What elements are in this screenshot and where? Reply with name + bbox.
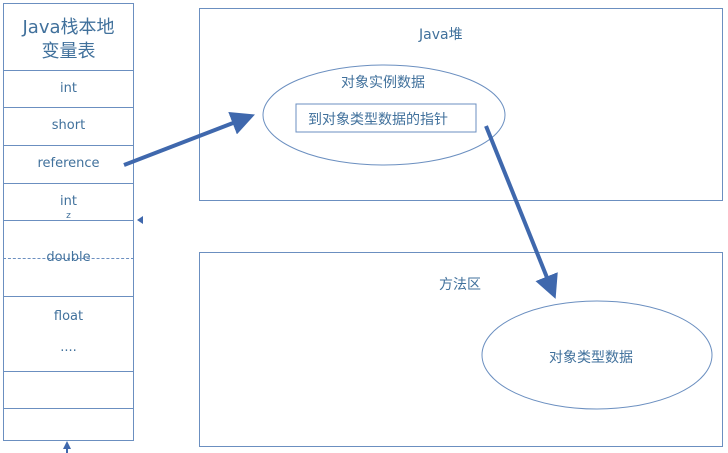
- slot-divider: [3, 145, 134, 146]
- slot-divider: [3, 107, 134, 108]
- double-dashed-divider: [3, 258, 134, 259]
- slot-int-2: int: [60, 194, 77, 209]
- java-heap-title: Java堆: [419, 27, 463, 43]
- slot-int-1: int: [60, 81, 77, 96]
- slot-divider: [3, 371, 134, 372]
- pointer-box: [295, 103, 477, 133]
- slot-divider: [3, 296, 134, 297]
- pointer-box-label: 到对象类型数据的指针: [308, 112, 448, 128]
- slot-short: short: [51, 118, 86, 133]
- object-type-label: 对象类型数据: [549, 350, 633, 366]
- slot-float: float: [53, 309, 84, 324]
- slot-divider: [3, 408, 134, 409]
- type-pointer-arrow: [484, 125, 558, 299]
- reference-arrow: [123, 111, 255, 167]
- slot-ellipsis: ....: [60, 340, 77, 355]
- slot-reference: reference: [37, 156, 100, 171]
- method-area-title: 方法区: [439, 277, 481, 293]
- stack-title: Java栈本地 变量表: [22, 17, 115, 62]
- slot-double: double: [46, 250, 91, 265]
- slot-divider: [3, 183, 134, 184]
- local-variable-table: Java栈本地 变量表: [3, 3, 134, 441]
- object-instance-title: 对象实例数据: [341, 75, 425, 91]
- object-type-ellipse: [481, 300, 713, 410]
- slot-divider: [3, 70, 134, 71]
- bottom-arrow-icon: [63, 441, 71, 449]
- slot-small-mark: z: [66, 211, 71, 221]
- side-arrow-icon: [137, 216, 143, 224]
- slot-divider: [3, 220, 134, 221]
